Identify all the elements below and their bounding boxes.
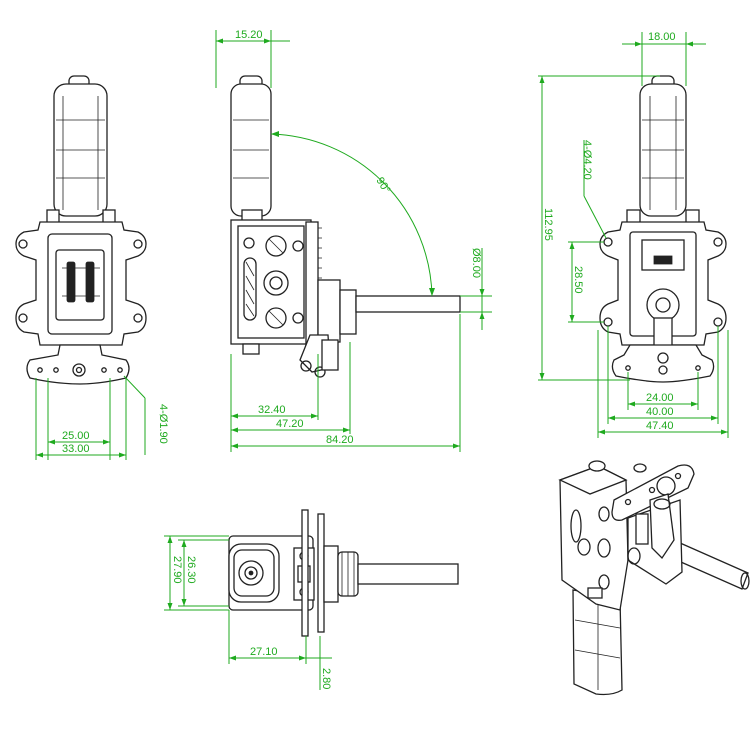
dim-label-2-80: 2.80: [320, 668, 332, 689]
top-view: [228, 509, 459, 637]
dim-label-32-40: 32.40: [258, 404, 286, 416]
front-view: [15, 75, 147, 385]
dim-label-25: 25.00: [62, 430, 90, 442]
dim-label-28-50: 28.50: [572, 266, 584, 294]
back-view: [599, 75, 727, 383]
dim-label-33: 33.00: [62, 443, 90, 455]
dim-label-26-30: 26.30: [185, 556, 197, 584]
side-view-body: [230, 219, 312, 345]
dim-label-front-holes: 4-Ø1.90: [157, 404, 169, 444]
dim-label-47-40: 47.40: [646, 420, 674, 432]
dim-label-40: 40.00: [646, 406, 674, 418]
dim-label-back-holes: 4-Ø4.20: [581, 140, 593, 180]
front-view-body: [15, 221, 147, 346]
dim-label-shaft-dia: Ø8.00: [470, 248, 482, 278]
front-view-handle: [53, 75, 108, 217]
dim-label-112-95: 112.95: [542, 208, 554, 241]
dim-label-27-10: 27.10: [250, 646, 278, 658]
back-view-dimensions: 18.00 4-Ø4.20 112.95 28.50 24.00 40.00 4…: [538, 31, 729, 438]
dim-label-15-20: 15.20: [235, 29, 263, 41]
dim-label-90deg: 90°: [373, 175, 392, 195]
front-view-dimensions: 25.00 33.00 4-Ø1.90: [35, 375, 169, 460]
isometric-view: [558, 460, 750, 696]
dim-label-27-90: 27.90: [171, 556, 183, 584]
dim-label-84-20: 84.20: [326, 434, 354, 446]
dim-label-24: 24.00: [646, 392, 674, 404]
back-view-body: [599, 221, 727, 346]
dim-label-47-20: 47.20: [276, 418, 304, 430]
dim-label-18: 18.00: [648, 31, 676, 43]
back-view-handle: [639, 75, 687, 217]
top-view-dimensions: 27.90 26.30 27.10 2.80: [164, 535, 332, 690]
side-view: [230, 75, 461, 378]
side-view-handle: [230, 75, 272, 217]
